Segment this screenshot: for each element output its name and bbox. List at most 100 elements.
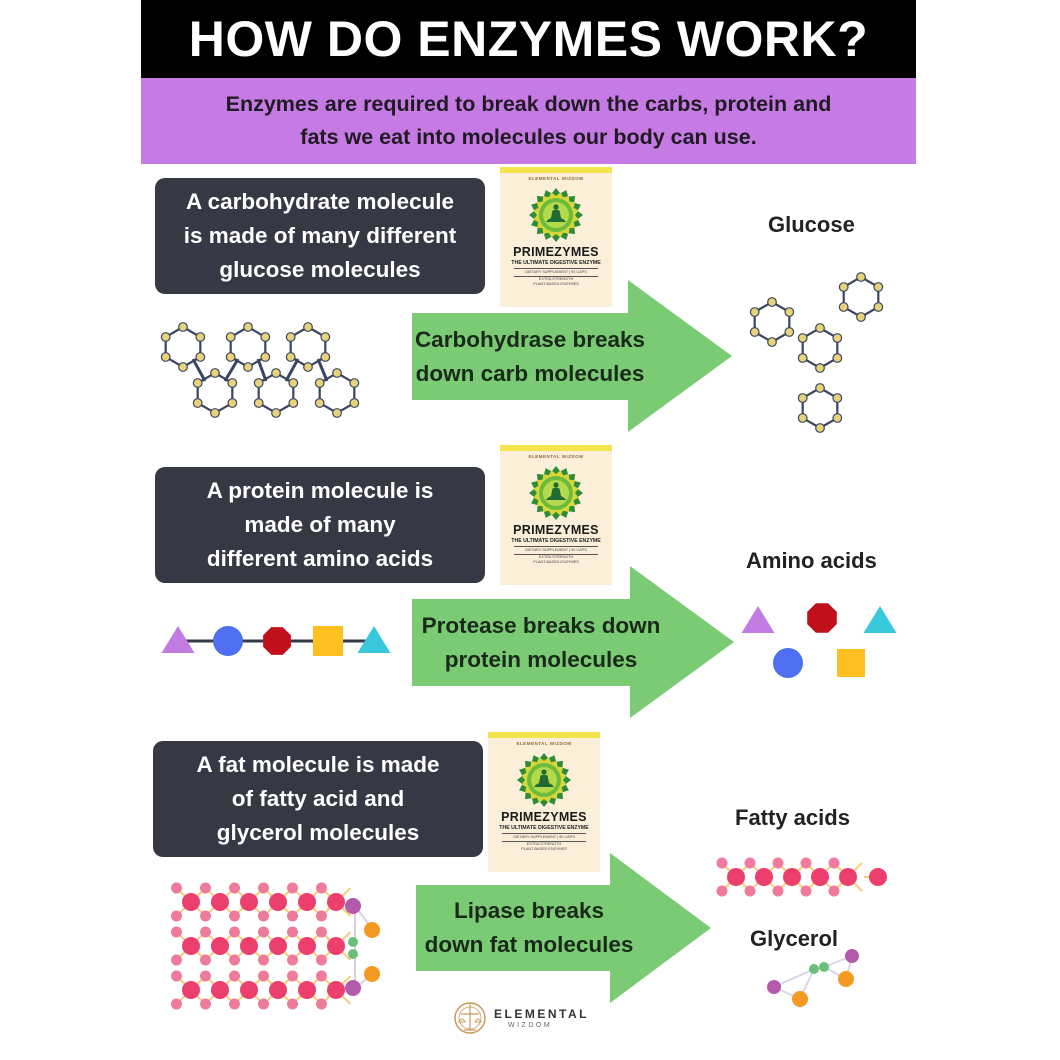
glucose-molecules-diagram <box>749 272 884 433</box>
carbon-atom <box>298 981 316 999</box>
glucose-molecule <box>749 297 795 347</box>
glycerol-atom <box>345 898 361 914</box>
atom-node <box>320 352 331 362</box>
arrow-shape <box>412 280 732 432</box>
carbon-atom <box>727 868 745 886</box>
hexagon-ring <box>842 275 880 319</box>
atom-node <box>873 302 884 312</box>
atom-node <box>195 332 206 342</box>
atom-node <box>332 408 342 418</box>
enzyme-line: down fat molecules <box>424 932 634 957</box>
hydrogen-atom <box>200 882 211 894</box>
hydrogen-atom <box>258 926 269 938</box>
fatty-acid-chain <box>171 882 352 922</box>
subtitle-banner: Enzymes are required to break down the c… <box>141 78 916 164</box>
fatty-acids-label: Fatty acids <box>735 805 850 830</box>
hexagon-ring <box>801 326 839 370</box>
glucose-molecule <box>838 272 884 322</box>
atom-node <box>832 393 843 403</box>
hydrogen-atom <box>316 882 327 894</box>
product-box-fat: ELEMENTAL WIZDOM PRIMEZYMES THE ULTIMATE… <box>488 732 600 872</box>
glycosidic-bonds <box>191 358 329 382</box>
carb-description-box: A carbohydrate molecule is made of many … <box>155 178 485 294</box>
amino-acid-triangle <box>161 626 195 653</box>
enzyme-line: protein molecules <box>444 646 638 672</box>
hydrogen-atom <box>287 882 298 894</box>
hexagon-ring <box>318 371 356 415</box>
page-title: HOW DO ENZYMES WORK? <box>141 0 916 78</box>
atom-node <box>815 363 825 373</box>
hydrogen-atom <box>258 910 269 922</box>
hexagon-ring <box>753 300 791 344</box>
atom-node <box>797 393 808 403</box>
amino-acid-triangle <box>741 606 775 633</box>
hydrogen-atom <box>772 857 784 869</box>
product-box-carb: ELEMENTAL WIZDOM PRIMEZYMES THE ULTIMATE… <box>500 167 612 307</box>
atom-node <box>838 302 849 312</box>
atom-node <box>243 362 253 372</box>
atom-node <box>288 398 299 408</box>
atom-node <box>271 368 281 378</box>
footer-brand: ELEMENTAL <box>494 1007 589 1021</box>
amino-acid-circle <box>773 648 803 678</box>
atom-node <box>243 322 253 332</box>
glycerol-atom <box>809 964 819 974</box>
meditator-head <box>553 482 559 488</box>
glycerol-diagram <box>767 949 859 1007</box>
amino-acid-octagon <box>263 627 291 655</box>
atom-node <box>225 352 236 362</box>
atom-node <box>832 333 843 343</box>
enzyme-label: Lipase breaks down fat molecules <box>416 885 642 971</box>
atom-node <box>797 333 808 343</box>
glycerol-atom <box>348 949 358 959</box>
description-line: of fatty acid and <box>231 786 405 811</box>
subtitle-line: fats we eat into molecules our body can … <box>300 125 757 149</box>
hydrogen-atom <box>200 910 211 922</box>
atom-node <box>225 332 236 342</box>
enzyme-line: down carb molecules <box>415 360 645 386</box>
hydrogen-atom <box>800 885 812 897</box>
footer-logo: ELEMENTAL WIZDOM <box>452 998 592 1038</box>
description-line: different amino acids <box>206 546 434 571</box>
hydrogen-atom <box>200 954 211 966</box>
atom-node <box>838 282 849 292</box>
carbon-atom <box>240 981 258 999</box>
atom-node <box>749 307 760 317</box>
product-extra-line: EXTRA STRENGTH <box>538 555 574 559</box>
atom-node <box>832 413 843 423</box>
meditator-head <box>553 204 559 210</box>
carbon-atom <box>327 937 345 955</box>
glycerol-atom <box>767 980 781 994</box>
hydrogen-atom <box>229 998 240 1010</box>
fatty-acid-chain <box>171 970 352 1010</box>
atom-node <box>856 272 866 282</box>
hydrogen-atom <box>258 954 269 966</box>
amino-acid-square <box>313 626 343 656</box>
carbon-atom <box>269 893 287 911</box>
glucose-ring <box>192 368 238 418</box>
atom-node <box>303 362 313 372</box>
glucose-ring <box>285 322 331 372</box>
hydrogen-atom <box>744 857 756 869</box>
hydrogen-atom <box>229 882 240 894</box>
product-divider <box>502 841 586 842</box>
fat-description-box: A fat molecule is made of fatty acid and… <box>153 741 483 857</box>
fatty-acid-diagram <box>716 857 887 897</box>
hydrogen-atom <box>828 885 840 897</box>
carbon-atom <box>327 893 345 911</box>
product-name: PRIMEZYMES <box>513 245 599 259</box>
hydrogen-atom <box>171 910 182 922</box>
atom-node <box>227 378 238 388</box>
atom-node <box>856 312 866 322</box>
atom-node <box>192 378 203 388</box>
product-info: DIETARY SUPPLEMENT | 90 CAPS <box>525 270 587 274</box>
atom-node <box>303 322 313 332</box>
product-divider <box>514 546 598 547</box>
glycerol-atom <box>345 980 361 996</box>
product-extra-line: PLANT-BASED ENZYMES <box>533 560 579 564</box>
hydrogen-atom <box>316 998 327 1010</box>
product-extra-line: EXTRA STRENGTH <box>538 277 574 281</box>
